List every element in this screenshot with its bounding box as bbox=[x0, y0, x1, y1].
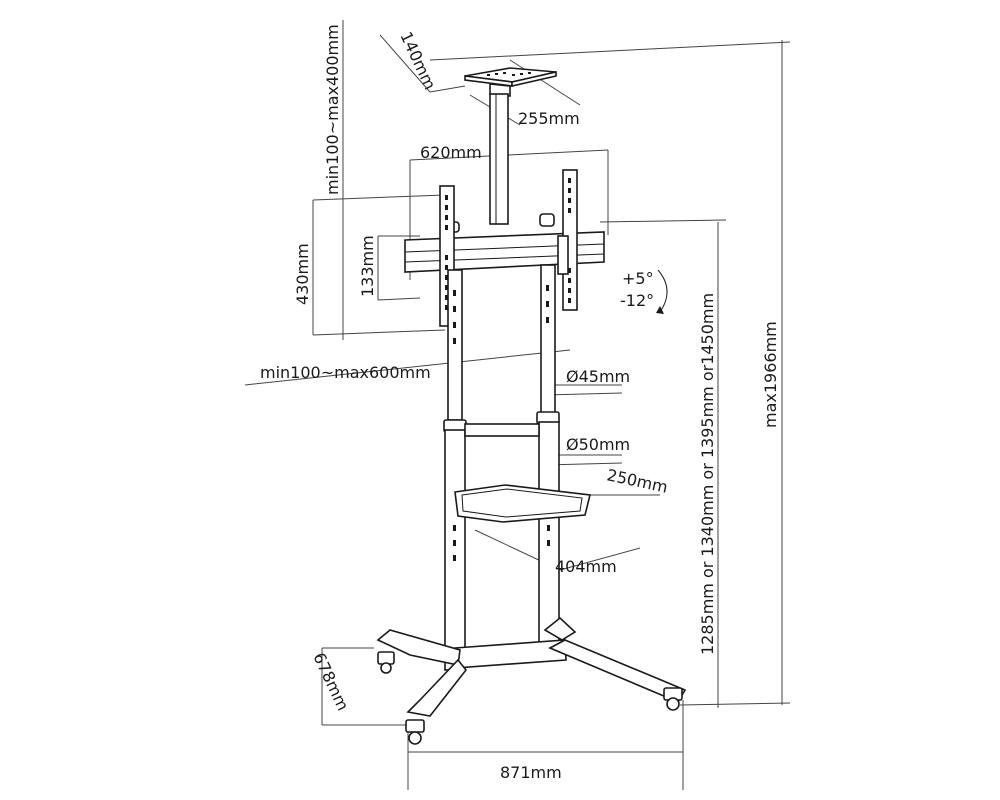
label-shelf-depth: 250mm bbox=[605, 465, 669, 496]
label-height-options: 1285mm or 1340mm or 1395mm or1450mm bbox=[698, 293, 717, 655]
tilt-arrow bbox=[656, 306, 664, 314]
label-ceiling-min-max: min100~max400mm bbox=[323, 24, 342, 195]
shelf bbox=[454, 484, 591, 523]
label-base-width: 871mm bbox=[500, 763, 562, 782]
base-bar bbox=[454, 639, 567, 669]
lower-pole-left bbox=[444, 429, 466, 671]
label-bracket-height-inner: 133mm bbox=[358, 235, 377, 297]
lower-crossbar bbox=[464, 423, 540, 437]
label-shelf-width: 404mm bbox=[555, 557, 617, 576]
label-tray-width: 255mm bbox=[518, 109, 580, 128]
label-tilt-up: +5° bbox=[622, 269, 654, 288]
vesa-rail-right bbox=[557, 169, 578, 311]
label-lower-pole-diameter: Ø50mm bbox=[566, 435, 630, 454]
camera-tray bbox=[464, 67, 557, 97]
dimension-lines bbox=[244, 20, 791, 790]
label-base-depth: 678mm bbox=[309, 650, 352, 714]
label-max-height: max1966mm bbox=[761, 321, 780, 428]
label-vesa-range: min100~max600mm bbox=[260, 363, 431, 382]
base-legs bbox=[376, 616, 687, 717]
camera-pole bbox=[489, 93, 509, 225]
labels: 140mm min100~max400mm 255mm 620mm 430mm … bbox=[260, 24, 780, 782]
casters bbox=[377, 651, 683, 745]
knob-right bbox=[539, 213, 555, 227]
label-upper-pole-diameter: Ø45mm bbox=[566, 367, 630, 386]
label-bracket-width: 620mm bbox=[420, 143, 482, 162]
tilt-arc bbox=[657, 269, 668, 313]
stand-drawing bbox=[376, 67, 687, 745]
label-bracket-height-outer: 430mm bbox=[293, 243, 312, 305]
label-tilt-down: -12° bbox=[620, 291, 654, 310]
